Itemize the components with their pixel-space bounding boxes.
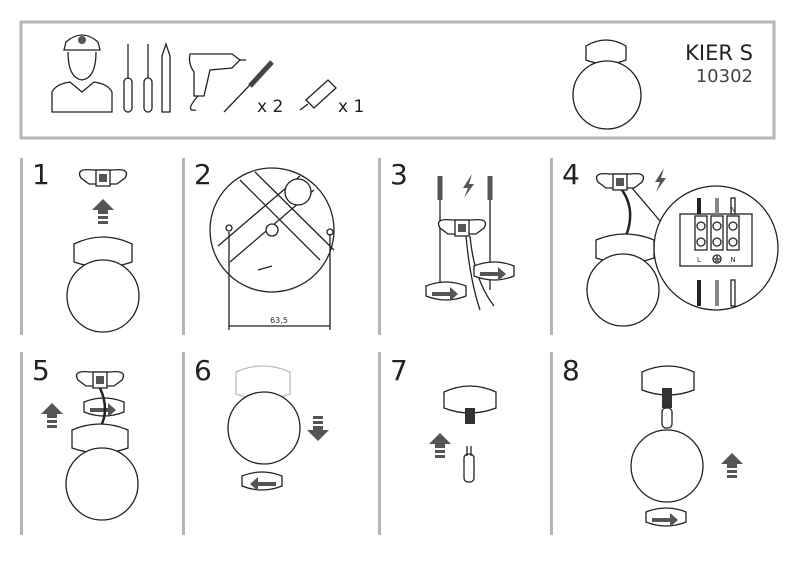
globe-icon xyxy=(630,429,704,503)
step-number: 8 xyxy=(562,354,580,387)
step-1: 1 xyxy=(32,158,140,333)
step-number: 2 xyxy=(194,158,212,191)
step-4: 4 L N L N xyxy=(562,158,779,327)
rotate-icon xyxy=(425,281,467,302)
neutral-terminal-label: N xyxy=(730,206,735,214)
step-8: 8 xyxy=(562,354,743,528)
neutral-terminal-label: N xyxy=(730,256,735,264)
lamp-cap-icon xyxy=(641,365,695,396)
step-number: 5 xyxy=(32,354,50,387)
product-model: KIER S xyxy=(685,41,753,65)
step-number: 7 xyxy=(390,354,408,387)
step-number: 1 xyxy=(32,158,50,191)
step-number: 4 xyxy=(562,158,580,191)
step-5: 5 xyxy=(32,354,139,521)
terminal-block-detail: L N L N xyxy=(653,185,779,311)
arrow-up-icon xyxy=(429,433,451,458)
tester-quantity: x 1 xyxy=(338,97,364,117)
live-terminal-label: L xyxy=(697,256,701,264)
pencil-icon xyxy=(161,41,171,113)
header-box: x 2 x 1 KIER S 10302 xyxy=(19,20,776,140)
mounting-bracket-icon xyxy=(437,219,487,237)
mounting-plate-icon xyxy=(209,167,335,293)
dimension-line xyxy=(228,232,331,330)
screwdriver-icon xyxy=(123,44,133,113)
step-2: 2 63,5 xyxy=(194,158,335,330)
wall-plug-icon xyxy=(223,60,274,113)
globe-icon xyxy=(586,253,660,327)
electricity-icon xyxy=(655,168,666,192)
arrow-up-icon xyxy=(721,453,743,478)
globe-icon xyxy=(227,391,301,465)
step-number: 3 xyxy=(390,158,408,191)
mounting-bracket-icon xyxy=(75,371,125,389)
screwdriver-icon xyxy=(143,44,153,113)
globe-icon xyxy=(65,447,139,521)
lamp-cap-icon xyxy=(443,385,497,414)
socket-icon xyxy=(465,408,475,424)
bulb-icon xyxy=(661,388,673,429)
globe-icon xyxy=(66,259,140,333)
arrow-down-icon xyxy=(307,416,329,441)
arrow-up-icon xyxy=(92,199,114,224)
step-6: 6 xyxy=(194,354,329,492)
voltage-tester-icon xyxy=(299,79,337,111)
installer-icon xyxy=(51,34,113,113)
measurement-label: 63,5 xyxy=(270,316,288,325)
step-3: 3 xyxy=(390,158,515,311)
rotate-icon xyxy=(241,471,283,492)
lamp-cap-icon xyxy=(71,423,129,454)
step-7: 7 xyxy=(390,354,497,483)
product-code: 10302 xyxy=(696,66,753,87)
rotate-icon xyxy=(645,507,687,528)
earth-icon xyxy=(712,254,722,264)
mounting-bracket-icon xyxy=(595,173,645,191)
mounting-bracket-icon xyxy=(78,169,128,187)
panel-dividers xyxy=(20,158,553,535)
electricity-icon xyxy=(463,174,474,198)
bulb-icon xyxy=(463,446,475,483)
step-number: 6 xyxy=(194,354,212,387)
product-lamp-icon xyxy=(572,39,642,130)
arrow-up-icon xyxy=(41,403,63,428)
rotate-icon xyxy=(473,261,515,282)
drill-icon xyxy=(188,53,246,111)
live-terminal-label: L xyxy=(697,206,701,214)
plug-quantity: x 2 xyxy=(257,97,283,117)
